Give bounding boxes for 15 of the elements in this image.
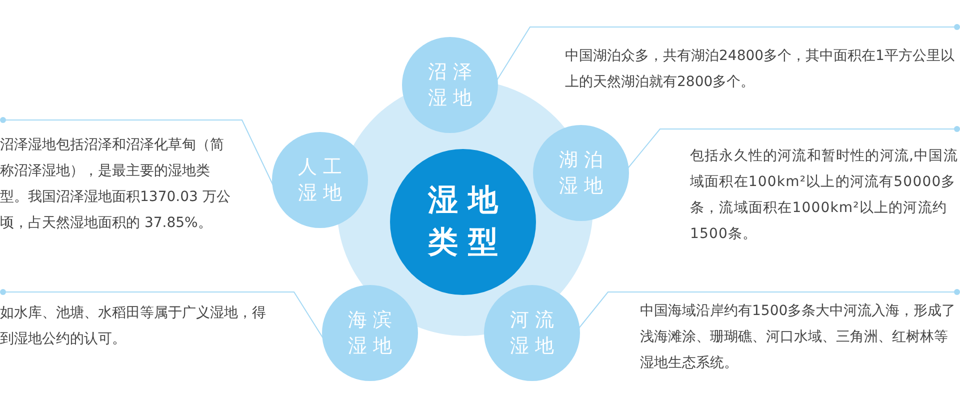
leader-line xyxy=(0,289,324,338)
description-text: 如水库、池塘、水稻田等属于广义湿地，得到湿地公约的认可。 xyxy=(0,304,267,349)
leader-line xyxy=(578,289,960,328)
leader-line xyxy=(628,126,960,168)
leader-line xyxy=(0,117,274,186)
description-text: 中国湖泊众多，共有湖泊24800多个，其中面积在1平方公里以上的天然湖泊就有2800多个。 xyxy=(565,47,956,92)
description-text: 包括永久性的河流和暂时性的河流,中国流域面积在100km²以上的河流有50000多条，流域面积在1000km²以上的河流约1500条。 xyxy=(690,147,959,244)
category-circle: 湖泊湿地 xyxy=(533,125,629,221)
leader-line xyxy=(496,24,960,80)
category-circle: 海滨湿地 xyxy=(322,285,418,381)
category-circle: 沼泽湿地 xyxy=(402,37,498,133)
category-circle: 河流湿地 xyxy=(484,285,580,381)
description-text: 中国海域沿岸约有1500多条大中河流入海，形成了浅海滩涂、珊瑚礁、河口水域、三角洲、红树林等湿地生态系统。 xyxy=(640,302,957,373)
category-circle: 人工湿地 xyxy=(272,132,368,228)
description-text: 沼泽湿地包括沼泽和沼泽化草甸（简称沼泽湿地），是最主要的湿地类型。我国沼泽湿地面积1370.03 万公顷，占天然湿地面积的 37.85%。 xyxy=(0,136,232,233)
